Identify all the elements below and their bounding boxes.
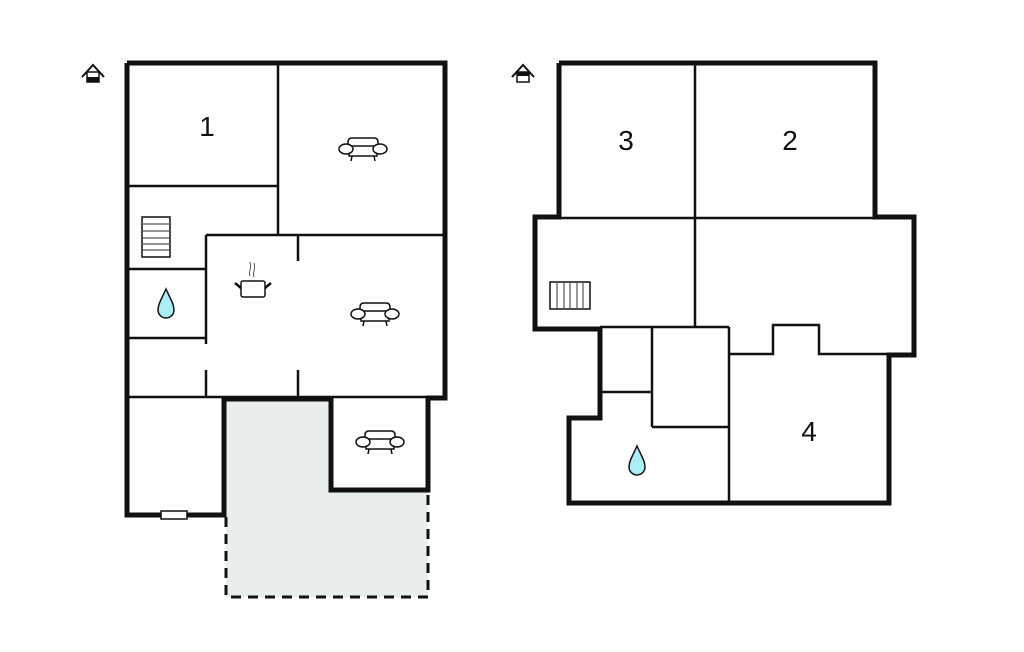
house-ground-floor-icon: [81, 63, 105, 83]
room-label-1: 1: [199, 111, 215, 142]
room-label-2: 2: [782, 125, 798, 156]
interior-walls: [559, 63, 889, 503]
room-label-4: 4: [801, 416, 817, 447]
armchair-icon: [355, 430, 405, 455]
stairs-icon: [141, 216, 171, 258]
water-drop-icon: [157, 287, 175, 319]
interior-walls: [127, 63, 445, 399]
stairs-icon: [549, 281, 591, 310]
terrace-area: [226, 399, 428, 597]
window: [160, 510, 188, 520]
upper-floor-plan: 3 2 4: [511, 60, 917, 506]
ground-floor-plan: 1: [81, 60, 448, 599]
water-drop-icon: [628, 444, 646, 476]
terrace-dashed-outline: [224, 490, 430, 599]
armchair-icon: [350, 302, 400, 327]
room-label-3: 3: [618, 125, 634, 156]
armchair-icon: [338, 137, 388, 162]
exterior-wall: [124, 60, 448, 518]
house-upper-floor-icon: [511, 63, 535, 83]
cooking-pot-icon: [234, 261, 272, 298]
exterior-wall: [532, 60, 917, 506]
